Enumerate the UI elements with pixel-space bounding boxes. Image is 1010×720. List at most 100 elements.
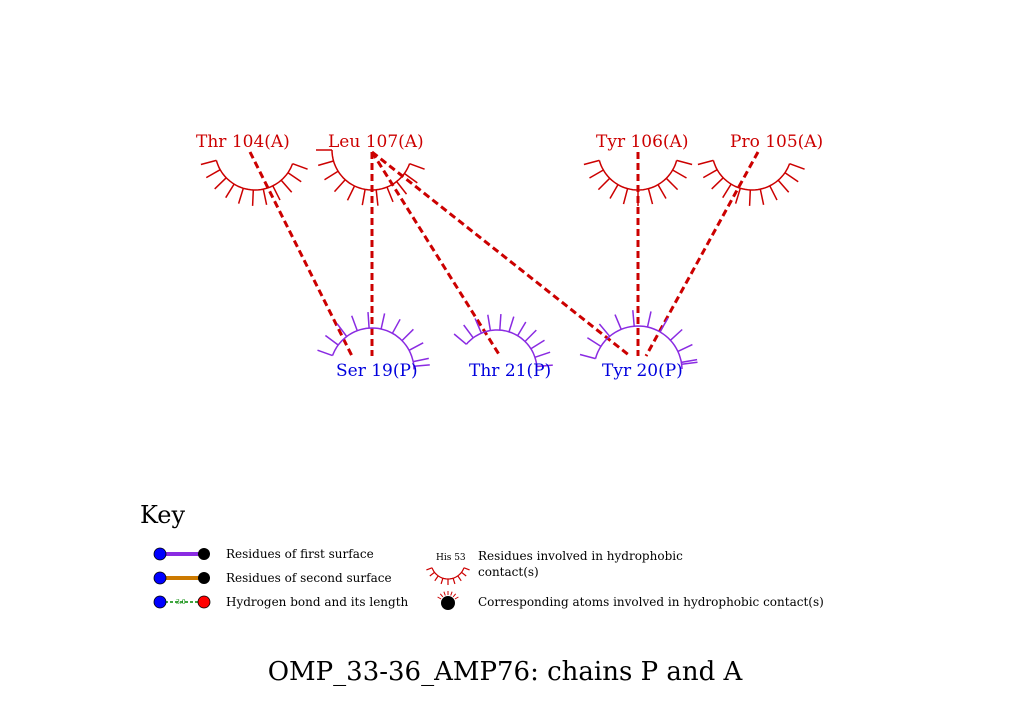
key-hbond: 3.0 Hydrogen bond and its length [153,595,409,609]
hydrophobic-tick [622,188,629,205]
atom-tick [439,593,444,598]
hydrophobic-tick [769,185,778,201]
residue-label-thr21: Thr 21(P) [469,361,551,381]
hydrophobic-tick [534,351,551,359]
key-tick [457,575,462,582]
hydrophobic-tick [237,188,245,204]
hydrophobic-tick [463,324,474,339]
contact-line-pro105-tyr20 [644,151,760,357]
hydrophobic-tick [251,189,255,206]
key-hydrophobic-example-label: His 53 [436,553,466,563]
residue-leu107: Leu 107(A) [316,132,425,206]
residue-label-leu107: Leu 107(A) [328,132,424,152]
hydrophobic-tick [524,329,537,343]
atom-tick [450,591,453,596]
hydrophobic-tick [205,169,221,179]
hydrophobic-tick [734,188,742,204]
blue-atom-icon [153,595,167,609]
hydrophobic-tick [609,184,619,199]
diagram-title: OMP_33-36_AMP76: chains P and A [268,657,744,687]
hydrophobic-tick [361,189,366,206]
black-atom-icon [198,548,210,560]
hydrophobic-tick [287,172,302,183]
residue-label-tyr106: Tyr 106(A) [596,132,688,152]
key-tick [426,567,433,571]
key-first-surface-label: Residues of first surface [226,547,374,561]
atom-tick [437,596,442,600]
hydrophobic-tick [367,312,370,329]
hydrophobic-tick [702,169,718,179]
hydrophobic-tick [579,353,596,360]
residue-thr104: Thr 104(A) [196,132,308,206]
hydrophobic-tick [647,188,654,205]
key-tick [440,578,444,585]
hydrophobic-tick [681,358,698,364]
hydrophobic-ticks-icon [426,567,470,585]
contact-line-leu107-thr21 [370,151,502,357]
hydrophobic-tick [759,188,765,205]
atom-tick [452,593,457,598]
hydrophobic-contact-lines [248,150,760,358]
hydrophobic-tick [681,361,698,366]
hydrophobic-tick [777,179,790,193]
hydrophobic-tick [676,159,693,166]
key-tick [461,571,467,577]
hydrophobic-tick [401,328,414,342]
key-hydrophobic-label-line1: Residues involved in hydrophobic [478,549,683,563]
hydrophobic-tick [324,170,339,181]
hydrophobic-tick [474,318,483,334]
hydrophobic-tick [646,311,652,328]
residue-label-ser19: Ser 19(P) [336,361,418,381]
residue-label-thr104: Thr 104(A) [196,132,290,152]
hydrophobic-tick [784,172,799,183]
red-atom-icon [197,595,211,609]
key-second-surface-label: Residues of second surface [226,571,392,585]
hydrophobic-tick [403,172,418,184]
key-tick [463,567,470,571]
hydrophobic-tick [665,177,679,191]
hydrophobic-tick [386,186,394,203]
hydrophobic-tick [324,334,339,346]
hydrophobic-tick [408,342,424,351]
residue-label-tyr20: Tyr 20(P) [602,361,683,381]
blue-atom-icon [153,571,167,585]
hydrophobic-tick [583,159,600,166]
key-tick [434,575,439,582]
hydrophobic-tick [214,177,227,190]
hbond-length-label: 3.0 [176,599,186,606]
hydrophobic-tick [598,323,611,337]
atom-ticks-icon [437,591,459,600]
hydrophobic-atom-icon [441,596,455,610]
key-tick [452,578,456,585]
hydrophobic-tick [200,159,217,166]
black-atom-icon [198,572,210,584]
hydrophobic-tick [722,183,732,199]
residue-tyr106: Tyr 106(A) [583,132,693,206]
key-first-surface: Residues of first surface [153,547,374,561]
hydrophobic-tick [748,189,752,206]
key-legend: Key Residues of first surface Residues o… [140,501,824,610]
hydrophobic-tick [292,162,308,170]
key-hbond-label: Hydrogen bond and its length [226,595,409,609]
hydrophobic-tick [677,343,693,353]
hydrophobic-tick [697,159,714,166]
hydrophobic-tick [272,185,281,201]
hydrophobic-tick [380,313,386,330]
hydrophobic-tick [632,310,635,327]
hydrophobic-tick [659,317,669,333]
hydrophobic-tick [317,160,334,167]
atom-tick [454,596,459,600]
key-second-surface: Residues of second surface [153,571,392,585]
key-title: Key [140,501,185,529]
key-atoms-label: Corresponding atoms involved in hydropho… [478,595,824,609]
hydrophobic-tick [487,314,492,331]
contact-line-leu107-tyr20 [371,150,631,358]
hydrophobic-tick [508,316,515,333]
hydrophobic-tick [375,189,379,206]
key-hydrophobic-label-line2: contact(s) [478,565,539,579]
hydrophobic-tick [657,184,667,199]
contact-line-thr104-ser19 [248,151,354,357]
hydrophobic-tick [350,315,359,331]
